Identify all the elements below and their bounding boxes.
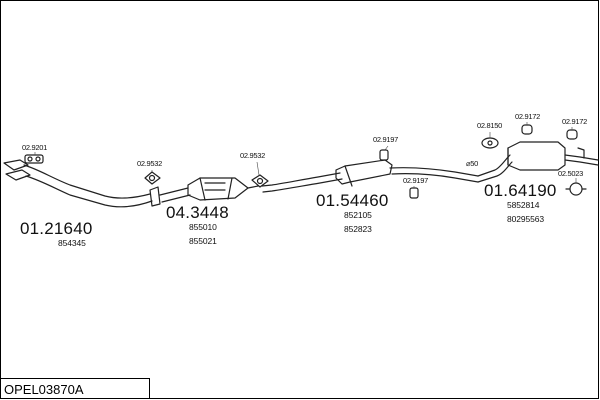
part-sub-3b: 852823 (344, 224, 372, 234)
part-sub-3a: 852105 (344, 210, 372, 220)
part-number-2: 04.3448 (166, 203, 229, 222)
accessory-label-3: 02.9532 (240, 151, 266, 160)
diameter-label: ⌀50 (466, 159, 478, 168)
part-sub-4a: 5852814 (507, 200, 540, 210)
clamp-icon (565, 182, 587, 196)
accessory-label-9: 02.5023 (558, 169, 584, 178)
accessory-label-7: 02.9172 (515, 112, 541, 121)
part-sub-2b: 855021 (189, 236, 217, 246)
accessory-label-8: 02.9172 (562, 117, 588, 126)
hanger-icon-1 (379, 149, 389, 161)
hanger-icon-3 (521, 124, 533, 135)
accessory-label-6: 02.8150 (477, 121, 503, 130)
part-number-1: 01.21640 (20, 219, 93, 238)
part-sub-4b: 80295563 (507, 214, 545, 224)
part-number-4: 01.64190 (484, 181, 557, 200)
accessory-label-1: 02.9201 (22, 143, 48, 152)
hanger-icon-4 (566, 129, 578, 140)
accessory-label-5: 02.9197 (403, 176, 429, 185)
front-pipe-drawing (3, 159, 161, 208)
rear-silencer-drawing (477, 141, 599, 183)
gasket-icon-3 (251, 174, 269, 188)
part-sub-1a: 854345 (58, 238, 86, 248)
catalytic-converter-drawing (159, 177, 259, 203)
hanger-icon-2 (409, 187, 419, 199)
gasket-icon-2 (144, 171, 161, 185)
diagram-code-box: OPEL03870A (0, 378, 150, 399)
accessory-label-4: 02.9197 (373, 135, 399, 144)
accessory-label-2: 02.9532 (137, 159, 163, 168)
middle-silencer-drawing (261, 159, 479, 193)
gasket-icon-1 (24, 154, 44, 164)
gasket-icon-4 (481, 137, 499, 149)
part-number-3: 01.54460 (316, 191, 389, 210)
diagram-code: OPEL03870A (4, 382, 84, 397)
part-sub-2a: 855010 (189, 222, 217, 232)
